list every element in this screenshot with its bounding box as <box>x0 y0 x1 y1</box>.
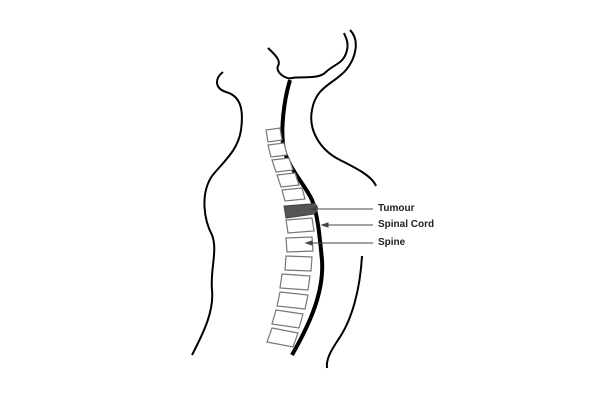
head-outline <box>267 32 349 80</box>
spinal-cord <box>280 79 325 356</box>
leader-lines <box>304 206 373 246</box>
tumour <box>283 203 318 219</box>
label-tumour: Tumour <box>378 203 415 214</box>
front-body-outline <box>191 71 243 356</box>
back-of-head-outline <box>310 29 377 187</box>
vertebrae <box>265 127 315 348</box>
label-spinal-cord: Spinal Cord <box>378 219 435 230</box>
label-spine: Spine <box>378 237 406 248</box>
back-body-outline <box>325 255 363 369</box>
